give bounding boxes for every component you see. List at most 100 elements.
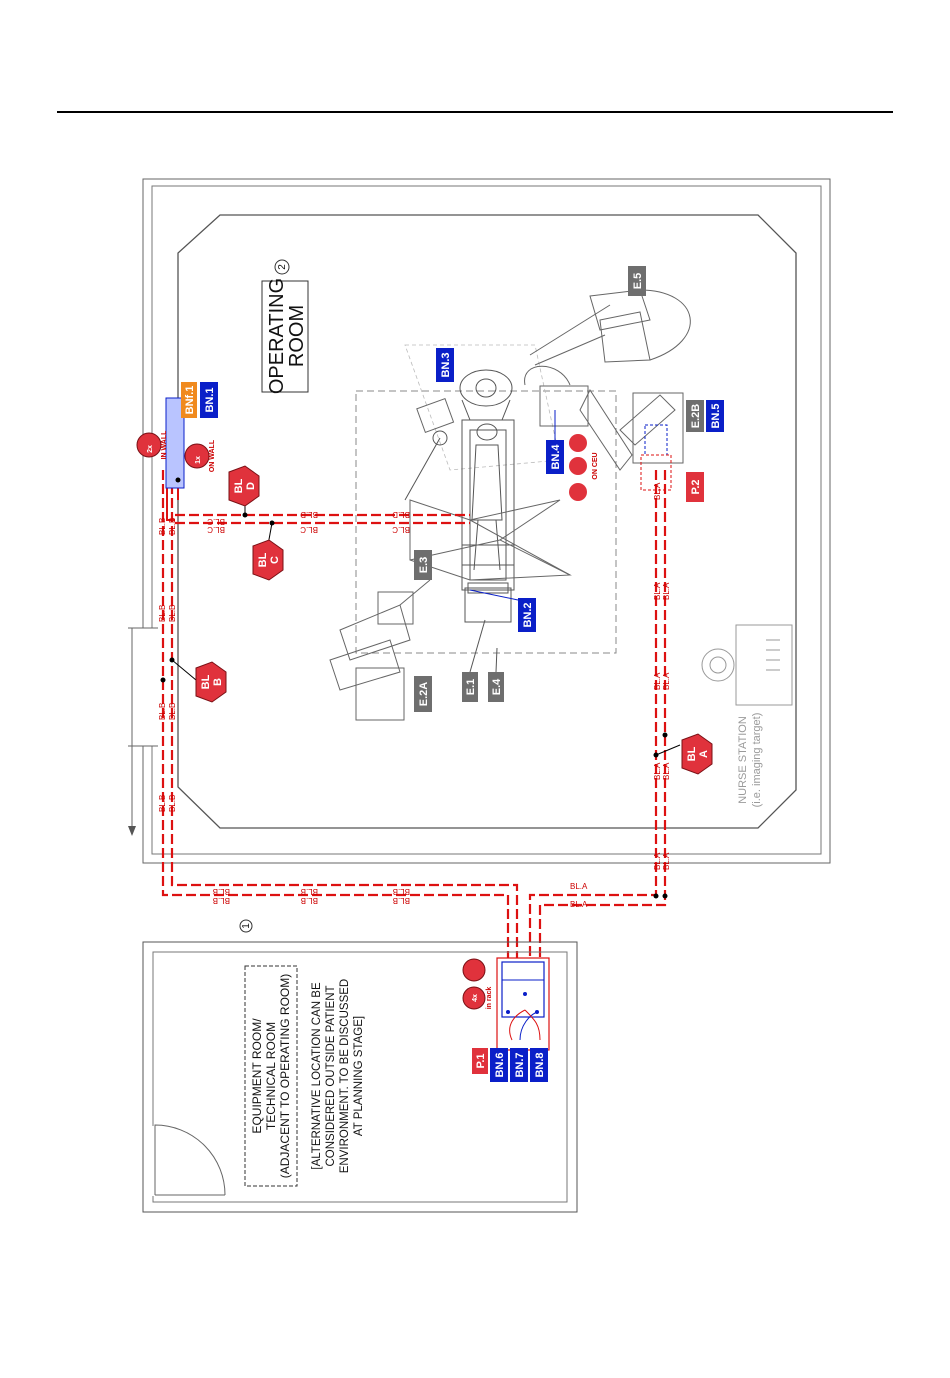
operating-room-title: OPERATING ROOM 2 [261, 259, 309, 394]
blb-label: BL.B [393, 896, 410, 905]
bla-label: BL.A [653, 762, 662, 780]
wall-outlet-plate [165, 397, 185, 489]
bla-label: BL.A [570, 900, 588, 909]
cable-hex-dots [160, 477, 668, 899]
tag-e1: E.1 [462, 619, 486, 702]
tag-e4: E.4 [488, 647, 504, 702]
blb-label: BL.B [301, 896, 318, 905]
cable-hex-bl-a: BL A [681, 733, 713, 775]
svg-text:E.4: E.4 [491, 678, 503, 695]
svg-text:BN.7: BN.7 [514, 1052, 526, 1077]
outlet-on-wall-icon: 1x ON WALL [184, 439, 216, 472]
in-rack-note: in rack [486, 987, 493, 1010]
svg-text:P.1: P.1 [475, 1053, 487, 1068]
tag-bn5: BN.5 [706, 400, 724, 432]
svg-text:BN.8: BN.8 [534, 1052, 546, 1077]
bla-label: BL.A [662, 582, 671, 600]
blb-label: BL.B [168, 703, 177, 720]
blb-label: BL.B [168, 605, 177, 622]
bla-label: BL.A [653, 482, 662, 500]
blb-label: BL.B [168, 795, 177, 812]
qty-1x: 1x [195, 456, 202, 464]
bla-label: BL.A [653, 582, 662, 600]
qty-2x: 2x [147, 445, 154, 453]
on-wall-note: ON WALL [209, 439, 216, 472]
nurse-station-line1: NURSE STATION [737, 716, 749, 804]
tag-bn8: BN.8 [530, 1048, 548, 1082]
bla-label: BL.A [653, 852, 662, 870]
on-ceu-note: ON CEU [592, 452, 599, 479]
bld-label: BL.D [392, 510, 410, 519]
network-rack [496, 957, 550, 1051]
operating-room [128, 178, 831, 864]
tag-bn4: BN.4 [546, 410, 564, 474]
bla-label: BL.A [662, 672, 671, 690]
svg-text:BN.6: BN.6 [494, 1052, 506, 1077]
nurse-station-line2: (i.e. imaging target) [751, 713, 763, 808]
hex-bl-d-1: BL [233, 478, 245, 493]
bla-label: BL.A [662, 762, 671, 780]
eq-title-line1: EQUIPMENT ROOM/ [250, 1018, 264, 1134]
svg-text:E.2A: E.2A [418, 682, 430, 707]
blb-label: BL.B [158, 795, 167, 812]
bn5-dashed-box [644, 424, 668, 456]
blc-label: BL.C [207, 525, 225, 534]
cable-hex-bl-c: BL C [252, 539, 284, 581]
cable-runs [161, 470, 667, 958]
tag-bn2: BN.2 [469, 589, 536, 632]
cable-hex-bl-d: BL D [228, 465, 260, 507]
hex-bl-a-1: BL [686, 746, 698, 761]
blc-label: BL.C [207, 517, 225, 526]
tag-bn1: BN.1 [200, 382, 218, 418]
operating-table [461, 419, 515, 623]
blb-label: BL.B [158, 605, 167, 622]
svg-text:BN.2: BN.2 [522, 602, 534, 627]
qty-4x: 4x [472, 994, 479, 1002]
hex-bl-c-2: C [269, 556, 281, 564]
cable-hex-leaders [171, 495, 681, 756]
bla-label: BL.A [653, 672, 662, 690]
tag-bn3: BN.3 [436, 348, 454, 382]
tag-e3: E.3 [414, 550, 432, 580]
eq-title-line2: TECHNICAL ROOM [264, 1022, 278, 1130]
svg-text:E.5: E.5 [632, 273, 644, 290]
rack-outlet-icons: 4x in rack [462, 958, 493, 1010]
tag-p1: P.1 [472, 1048, 488, 1074]
bla-label: BL.A [570, 882, 588, 891]
eq-note-line4: AT PLANNING STAGE] [353, 1016, 365, 1136]
or-title-line2: ROOM [286, 305, 308, 367]
eq-note-line2: CONSIDERED OUTSIDE PATIENT [325, 985, 337, 1166]
outlet-on-ceu-icons: ON CEU [569, 434, 599, 501]
blb-label: BL.B [158, 703, 167, 720]
blb-label: BL.B [213, 896, 230, 905]
bla-label: BL.A [662, 852, 671, 870]
blb-label: BL.B [301, 887, 318, 896]
monitor-cart-bn4 [524, 365, 633, 471]
nurse-station [701, 624, 793, 706]
eq-title-line3: (ADJACENT TO OPERATING ROOM) [278, 974, 292, 1178]
cable-labels: BL.B BL.B BL.B BL.B BL.B BL.B BL.B BL.B … [158, 482, 671, 909]
hex-bl-c-1: BL [257, 552, 269, 567]
tag-bn6: BN.6 [490, 1048, 508, 1082]
svg-text:BN.5: BN.5 [710, 403, 722, 428]
microscope-e5 [529, 289, 691, 366]
tag-bnf1: BNf.1 [181, 382, 197, 418]
blc-label: BL.C [392, 525, 410, 534]
eq-note-line3: ENVIRONMENT. TO BE DISCUSSED [339, 979, 351, 1173]
eq-note-line1: [ALTERNATIVE LOCATION CAN BE [311, 982, 323, 1170]
blc-label: BL.C [300, 525, 318, 534]
tag-bn7: BN.7 [510, 1048, 528, 1082]
equipment-room: 1 EQUIPMENT ROOM/ TECHNICAL ROOM (ADJACE… [142, 919, 578, 1213]
outlet-in-wall-icon: 2x IN WALL [136, 430, 168, 459]
or-title-line1: OPERATING [266, 278, 288, 394]
tag-e2a: E.2A [414, 676, 432, 712]
hex-bl-b-1: BL [200, 674, 212, 689]
surgeon-figure [404, 369, 513, 501]
svg-text:E.1: E.1 [465, 679, 477, 696]
tag-p2: P.2 [686, 472, 704, 502]
equipment-room-number: 1 [241, 923, 252, 929]
svg-text:BNf.1: BNf.1 [184, 386, 196, 415]
blb-label: BL.B [393, 887, 410, 896]
svg-text:P.2: P.2 [690, 479, 702, 494]
